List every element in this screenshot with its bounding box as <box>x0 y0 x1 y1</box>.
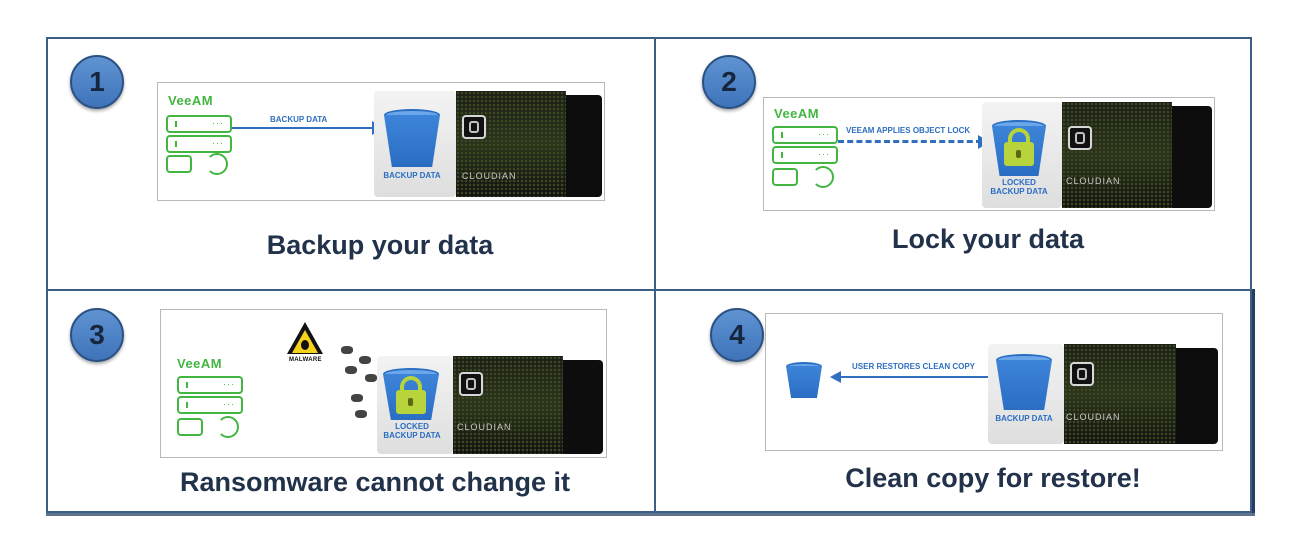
frame-shadow-right <box>1252 289 1255 515</box>
bucket-label-locked: LOCKED <box>1002 178 1036 187</box>
server-stack-icon: ··· <box>772 126 838 144</box>
server-stack-icon: ··· <box>772 146 838 164</box>
appliance-side <box>1176 348 1218 444</box>
lock-arrow <box>838 140 982 143</box>
bug-icon <box>301 340 309 350</box>
malware-bug-icon <box>355 410 367 418</box>
step-4-illustration: USER RESTORES CLEAN COPY CLOUDIAN BACKUP… <box>765 313 1223 451</box>
step-1-illustration: VeeAM ··· ··· BACKUP DATA CLOUDIAN BACKU… <box>157 82 605 201</box>
bucket-label: BACKUP DATA <box>383 171 441 180</box>
malware-bug-icon <box>365 374 377 382</box>
malware-bug-icon <box>351 394 363 402</box>
bucket-label-backup: BACKUP DATA <box>383 431 441 440</box>
arrow-label: VEEAM APPLIES OBJECT LOCK <box>846 126 971 135</box>
vertical-divider <box>654 37 656 513</box>
server-stack-icon <box>772 168 798 186</box>
appliance-side <box>566 95 602 197</box>
malware-bug-icon <box>341 346 353 354</box>
cloudian-logo-icon <box>1068 126 1092 150</box>
step-2-caption: Lock your data <box>891 224 1085 254</box>
step-3-illustration: VeeAM ··· ··· MALWARE CLOUDIAN LOCKED BA… <box>160 309 607 458</box>
step-4-badge: 4 <box>710 308 764 362</box>
server-stack-icon <box>166 155 192 173</box>
step-1-caption: Backup your data <box>266 230 494 260</box>
server-stack-icon: ··· <box>166 115 232 133</box>
malware-bug-icon <box>345 366 357 374</box>
appliance-panel <box>1064 344 1176 444</box>
step-2-badge: 2 <box>702 55 756 109</box>
veeam-logo: VeeAM <box>177 356 223 371</box>
veeam-logo: VeeAM <box>774 106 820 121</box>
frame-shadow-bottom <box>46 513 1255 516</box>
server-stack-icon: ··· <box>177 396 243 414</box>
veeam-logo: VeeAM <box>168 93 214 108</box>
bucket-label-locked: LOCKED <box>395 422 429 431</box>
cloudian-logo-icon <box>1070 362 1094 386</box>
recycle-icon <box>812 166 834 188</box>
appliance-panel <box>456 91 566 197</box>
backup-arrow <box>232 127 374 129</box>
arrow-label: USER RESTORES CLEAN COPY <box>852 362 975 371</box>
lock-shackle <box>400 376 422 392</box>
malware-bug-icon <box>359 356 371 364</box>
cloudian-logo-icon <box>459 372 483 396</box>
horizontal-divider <box>46 289 1252 291</box>
step-1-badge: 1 <box>70 55 124 109</box>
bucket-icon <box>384 115 440 167</box>
cloudian-brand: CLOUDIAN <box>462 171 517 181</box>
step-3-caption: Ransomware cannot change it <box>179 467 571 497</box>
server-stack-icon: ··· <box>177 376 243 394</box>
arrow-head-icon <box>830 371 841 383</box>
bucket-label: BACKUP DATA <box>995 414 1053 423</box>
cloudian-brand: CLOUDIAN <box>457 422 512 432</box>
recycle-icon <box>206 153 228 175</box>
arrow-label: BACKUP DATA <box>270 115 328 124</box>
restore-arrow <box>840 376 990 378</box>
bucket-label-backup: BACKUP DATA <box>990 187 1048 196</box>
lock-keyhole <box>408 398 413 406</box>
server-stack-icon: ··· <box>166 135 232 153</box>
step-4-caption: Clean copy for restore! <box>845 463 1141 493</box>
appliance-side <box>563 360 603 454</box>
lock-keyhole <box>1016 150 1021 158</box>
lock-shackle <box>1008 128 1030 144</box>
restored-bucket-icon <box>786 366 822 398</box>
bucket-icon <box>996 360 1052 410</box>
appliance-side <box>1172 106 1212 208</box>
step-3-badge: 3 <box>70 308 124 362</box>
cloudian-logo-icon <box>462 115 486 139</box>
cloudian-brand: CLOUDIAN <box>1066 412 1121 422</box>
diagram-frame <box>46 37 1252 513</box>
recycle-icon <box>217 416 239 438</box>
step-2-illustration: VeeAM ··· ··· VEEAM APPLIES OBJECT LOCK … <box>763 97 1215 211</box>
appliance-panel <box>1062 102 1172 208</box>
cloudian-brand: CLOUDIAN <box>1066 176 1121 186</box>
malware-label: MALWARE <box>289 357 322 363</box>
server-stack-icon <box>177 418 203 436</box>
appliance-panel <box>453 356 563 454</box>
